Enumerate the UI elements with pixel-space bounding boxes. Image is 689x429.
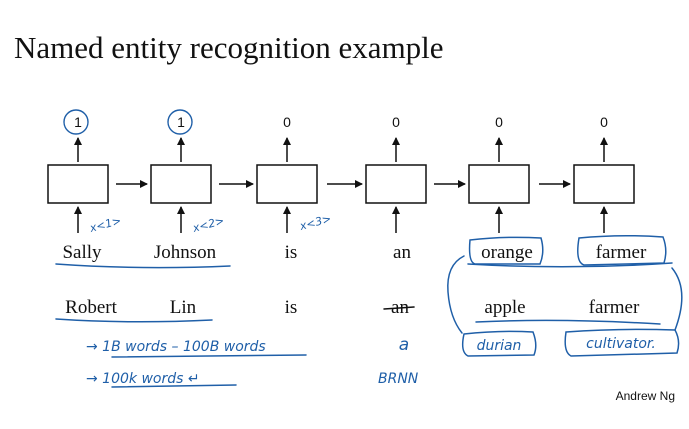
author-credit: Andrew Ng xyxy=(615,389,675,403)
output-circle xyxy=(167,109,193,135)
slide-title: Named entity recognition example xyxy=(14,30,444,65)
rnn-cell-4 xyxy=(365,164,427,204)
input-label: x<2> xyxy=(190,214,225,235)
output-label: 0 xyxy=(495,114,503,130)
bracket-right xyxy=(671,267,683,331)
article-note: a xyxy=(399,335,409,355)
underline-stroke xyxy=(475,319,661,325)
underline-stroke xyxy=(55,263,231,269)
sentence1-word: an xyxy=(393,242,411,263)
output-circle xyxy=(63,109,89,135)
sentence1-word: farmer xyxy=(596,242,647,263)
replacement-word-durian: durian xyxy=(477,338,522,354)
replacement-word-cultivator: cultivator. xyxy=(586,336,656,352)
sentence2-word: farmer xyxy=(589,297,640,318)
rnn-cell-3 xyxy=(256,164,318,204)
sentence1-word: is xyxy=(285,242,298,263)
sentence2-word: apple xyxy=(484,297,525,318)
box-around-word xyxy=(461,330,537,357)
data-size-note: → 100k words ↵ xyxy=(86,371,200,387)
sentence2-word: is xyxy=(285,297,298,318)
sentence1-word: orange xyxy=(481,242,533,263)
output-label: 1 xyxy=(177,114,185,130)
output-label: 0 xyxy=(600,114,608,130)
sentence1-word: Sally xyxy=(62,242,102,263)
underline-stroke xyxy=(111,384,237,388)
rnn-cell-2 xyxy=(150,164,212,204)
rnn-cell-1 xyxy=(47,164,109,204)
box-around-word xyxy=(577,234,667,266)
bracket-left xyxy=(447,255,465,334)
brnn-note: BRNN xyxy=(378,371,419,387)
box-around-word xyxy=(564,328,680,357)
rnn-cell-6 xyxy=(573,164,635,204)
sentence1-word: Johnson xyxy=(154,242,217,263)
output-label: 0 xyxy=(392,114,400,130)
box-around-word xyxy=(468,236,544,265)
underline-stroke xyxy=(55,318,213,323)
input-label: x<3> xyxy=(297,212,332,233)
output-label: 1 xyxy=(74,114,82,130)
input-label: x<1> xyxy=(87,214,122,235)
data-size-note: → 1B words – 100B words xyxy=(86,339,266,355)
underline-stroke xyxy=(111,354,307,358)
strikeout-stroke xyxy=(383,306,415,310)
sentence2-word: Lin xyxy=(170,297,197,318)
rnn-cell-5 xyxy=(468,164,530,204)
output-label: 0 xyxy=(283,114,291,130)
underline-stroke xyxy=(467,262,673,268)
sentence2-word: Robert xyxy=(65,297,117,318)
